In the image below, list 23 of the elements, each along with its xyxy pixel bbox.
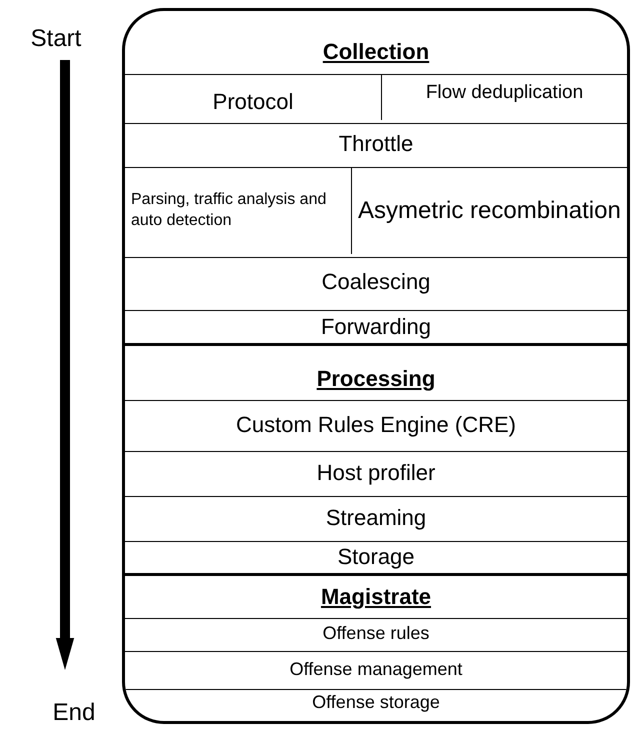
step-label: Offense storage — [312, 690, 440, 714]
flow-label: Start — [30, 25, 82, 53]
step-label: Protocol — [212, 88, 294, 116]
step-label: Forwarding — [320, 312, 432, 341]
step-label: Host profiler — [316, 458, 436, 487]
step-label: Flow deduplication — [426, 81, 584, 106]
step-cell — [350, 166, 627, 254]
flow-arrow — [56, 60, 74, 670]
step-label: Coalescing — [322, 268, 430, 296]
step-label: Throttle — [338, 130, 414, 158]
section-heading: Collection — [322, 39, 430, 65]
flow-label: End — [52, 699, 96, 727]
rounded-frame — [122, 8, 630, 724]
step-label: Storage — [337, 543, 415, 572]
section-heading: Processing — [316, 366, 436, 392]
step-label: Parsing, traffic analysis and auto detection — [130, 190, 328, 231]
step-label: Streaming — [326, 504, 426, 532]
step-label: Offense management — [290, 658, 462, 681]
section-heading: Magistrate — [320, 584, 432, 610]
step-label: Offense rules — [322, 622, 430, 646]
step-label: Custom Rules Engine (CRE) — [236, 410, 516, 439]
step-cell — [381, 74, 627, 120]
step-label: Asymetric recombination — [357, 196, 622, 226]
